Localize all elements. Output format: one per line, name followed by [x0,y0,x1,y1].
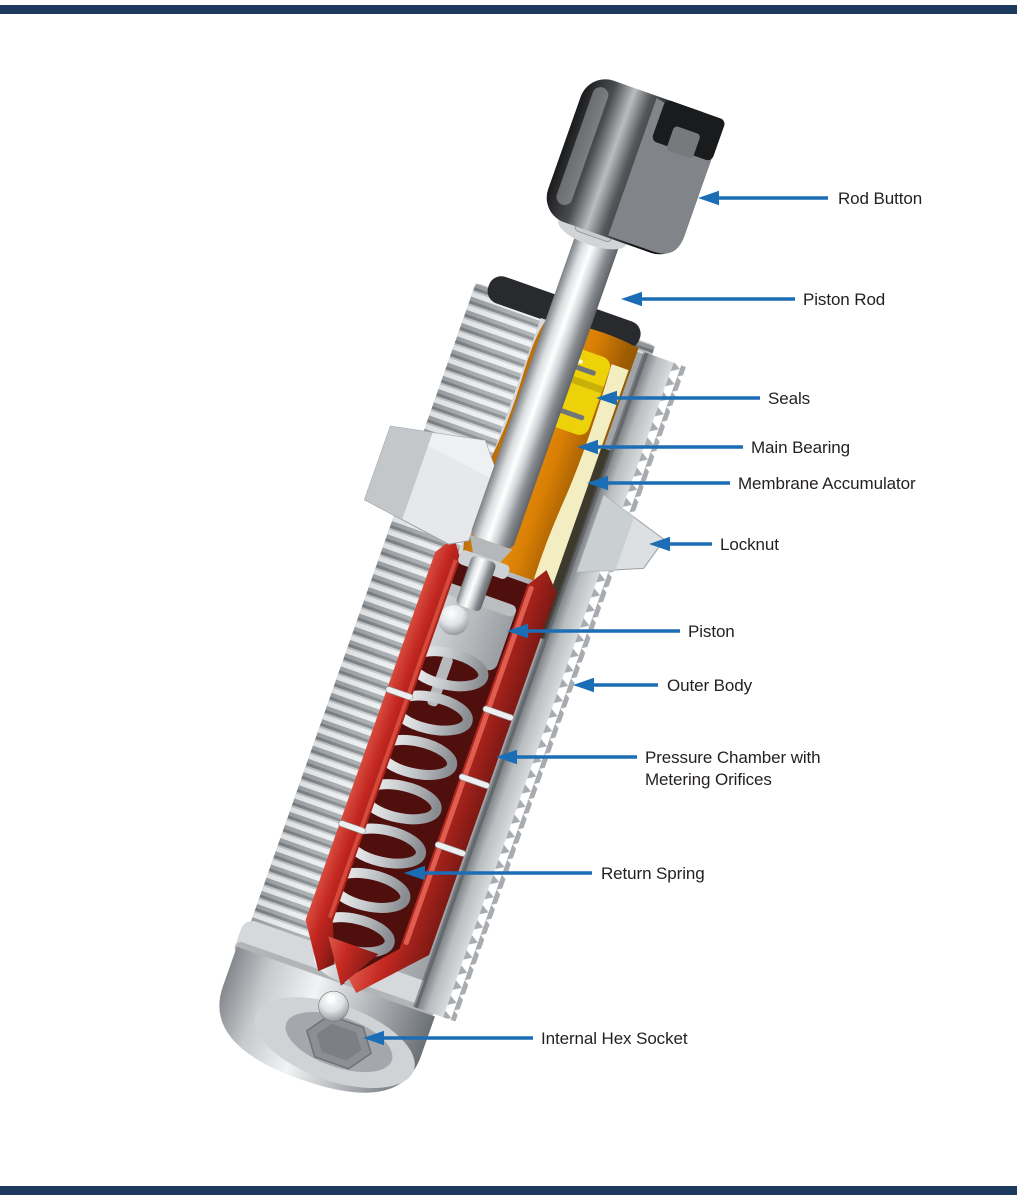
arrowhead-icon [587,475,608,491]
check-ball [438,605,469,636]
label-text: Internal Hex Socket [541,1029,688,1048]
arrowhead-icon [363,1030,384,1046]
metering-orifices [338,686,514,857]
label-text: Locknut [720,535,779,554]
label-locknut: Locknut [649,535,779,554]
label-main-bearing: Main Bearing [577,438,850,457]
label-outer-body: Outer Body [573,676,753,695]
top-rule [0,5,1017,14]
label-text: Pressure Chamber with [645,748,821,767]
label-internal-hex-socket: Internal Hex Socket [363,1029,688,1048]
shock-absorber-illustration [219,79,725,1093]
arrowhead-icon [573,677,594,693]
arrowhead-icon [649,536,670,552]
label-text: Return Spring [601,864,705,883]
arrowhead-icon [621,291,642,307]
label-text: Metering Orifices [645,770,772,789]
label-text: Outer Body [667,676,753,695]
label-text: Main Bearing [751,438,850,457]
label-piston-rod: Piston Rod [621,290,885,309]
locknut-part [363,425,666,573]
arrowhead-icon [507,623,528,639]
label-text: Piston Rod [803,290,885,309]
label-text: Membrane Accumulator [738,474,916,493]
label-rod-button: Rod Button [698,189,922,208]
arrowhead-icon [698,190,719,206]
label-text: Piston [688,622,735,641]
bottom-ball [318,990,349,1022]
rod-button-part [546,79,725,255]
label-text: Rod Button [838,189,922,208]
label-membrane-accumulator: Membrane Accumulator [587,474,916,493]
label-pressure-chamber: Pressure Chamber with Metering Orifices [496,748,821,789]
pressure-chamber-part [305,537,557,993]
label-return-spring: Return Spring [404,864,705,883]
label-text: Seals [768,389,810,408]
piston-rod-part [456,210,626,612]
arrowhead-icon [596,390,617,406]
arrowhead-icon [496,749,517,765]
callouts: Rod Button Piston Rod Seals Main Bearing… [363,189,922,1048]
arrowhead-icon [404,865,425,881]
arrowhead-icon [577,439,598,455]
label-piston: Piston [507,622,735,641]
bottom-rule [0,1186,1017,1195]
label-seals: Seals [596,389,810,408]
